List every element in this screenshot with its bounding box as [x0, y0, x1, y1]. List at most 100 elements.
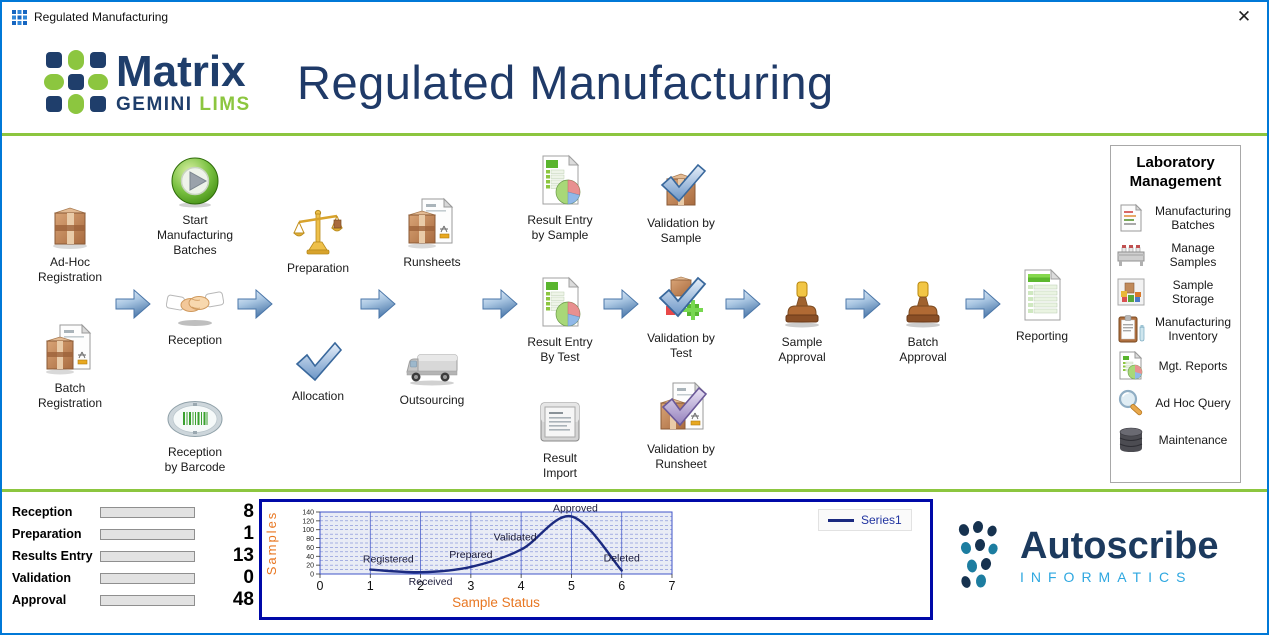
logo-text: Matrix GEMINI LIMS: [116, 47, 251, 115]
sidebar-item-label: Mgt. Reports: [1158, 358, 1228, 373]
stat-row-validation: Validation 0: [12, 567, 258, 589]
stat-row-preparation: Preparation 1: [12, 523, 258, 545]
svg-text:20: 20: [306, 563, 314, 570]
flow-arrow-icon: [115, 288, 151, 320]
sidebar-item-ad-hoc-query[interactable]: Ad Hoc Query: [1114, 385, 1237, 422]
flow-node-label: Validation by Sample: [647, 216, 715, 245]
flow-arrow-icon: [725, 288, 761, 320]
sidebar-item-sample-storage[interactable]: Sample Storage: [1114, 274, 1237, 311]
sidebar-item-manage-samples[interactable]: Manage Samples: [1114, 237, 1237, 274]
svg-text:4: 4: [518, 579, 525, 593]
flow-arrow-icon: [237, 288, 273, 320]
sidebar-item-label: Manufacturing Inventory: [1154, 314, 1232, 343]
legend-line-swatch: [828, 518, 854, 522]
flow-node-label: Result Import: [542, 451, 577, 480]
footer-separator: [2, 489, 1267, 492]
report-pie-icon: [1116, 351, 1146, 381]
stat-row-results-entry: Results Entry 13: [12, 545, 258, 567]
stamp-icon: [866, 276, 980, 330]
flow-node-label: Sample Approval: [778, 335, 826, 364]
flow-node-label: Validation by Test: [647, 331, 715, 360]
handshake-icon: [138, 274, 252, 328]
flow-node-outsourcing[interactable]: Outsourcing: [375, 334, 489, 408]
logo-gemini: GEMINI: [116, 94, 193, 115]
flow-arrow-icon: [965, 288, 1001, 320]
stat-label: Validation: [12, 571, 72, 585]
sidebar-item-manufacturing-batches[interactable]: Manufacturing Batches: [1114, 200, 1237, 237]
results-document-icon: [503, 154, 617, 208]
svg-text:Prepared: Prepared: [449, 549, 492, 561]
batches-document-icon: [1116, 203, 1146, 233]
close-icon[interactable]: ✕: [1236, 7, 1252, 26]
page-title: Regulated Manufacturing: [297, 56, 834, 109]
sidebar-item-label: Ad Hoc Query: [1155, 395, 1231, 410]
flow-node-sample-approval[interactable]: Sample Approval: [745, 276, 859, 365]
app-icon: [12, 10, 27, 25]
flow-node-label: Outsourcing: [399, 393, 465, 407]
flow-node-result-import[interactable]: Result Import: [503, 392, 617, 481]
scales-icon: [261, 202, 375, 256]
flow-node-allocation[interactable]: Allocation: [261, 330, 375, 404]
sidebar-title: Laboratory Management: [1129, 154, 1222, 190]
flow-node-validation-by-runsheet[interactable]: Validation by Runsheet: [624, 381, 738, 472]
stat-value: 0: [243, 567, 254, 588]
sidebar-item-maintenance[interactable]: Maintenance: [1114, 422, 1237, 459]
test-check-icon: [624, 272, 738, 326]
svg-text:5: 5: [568, 579, 575, 593]
svg-text:Deleted: Deleted: [604, 552, 640, 564]
flow-node-result-entry-by-sample[interactable]: Result Entry by Sample: [503, 154, 617, 243]
svg-text:120: 120: [302, 518, 314, 525]
flow-node-label: Ad-Hoc Registration: [37, 255, 103, 284]
stat-value: 8: [243, 501, 254, 522]
stat-label: Preparation: [12, 527, 82, 541]
clipboard-icon: [1116, 315, 1146, 343]
flow-arrow-icon: [482, 288, 518, 320]
sidebar-item-mgt-reports[interactable]: Mgt. Reports: [1114, 348, 1237, 385]
autoscribe-mark-icon: [958, 521, 998, 588]
svg-text:0: 0: [310, 572, 314, 579]
flow-node-label: Batch Approval: [899, 335, 947, 364]
brand-subtitle: INFORMATICS: [1020, 569, 1193, 585]
database-icon: [1116, 427, 1146, 453]
flow-node-batch-approval[interactable]: Batch Approval: [866, 276, 980, 365]
box-document-icon: [375, 196, 489, 250]
results-document-icon: [503, 276, 617, 330]
flow-node-label: Start Manufacturing Batches: [156, 213, 234, 257]
flow-node-reception-by-barcode[interactable]: Reception by Barcode: [138, 386, 252, 475]
sidebar-item-label: Sample Storage: [1171, 277, 1215, 306]
runsheet-check-icon: [624, 381, 738, 437]
svg-text:Received: Received: [409, 576, 453, 588]
title-bar: Regulated Manufacturing ✕: [2, 2, 1267, 32]
package-icon: [13, 196, 127, 250]
flow-node-validation-by-sample[interactable]: Validation by Sample: [624, 157, 738, 246]
logo-subtitle: GEMINI LIMS: [116, 95, 251, 114]
sidebar-item-manufacturing-inventory[interactable]: Manufacturing Inventory: [1114, 311, 1237, 348]
progress-bar: [100, 594, 195, 606]
progress-bar: [100, 550, 195, 562]
flow-node-reporting[interactable]: Reporting: [985, 268, 1099, 344]
flow-node-preparation[interactable]: Preparation: [261, 202, 375, 276]
sidebar-item-label: Manage Samples: [1169, 240, 1217, 269]
legend-label: Series1: [861, 513, 902, 527]
header-separator: [2, 133, 1267, 136]
flow-node-reception[interactable]: Reception: [138, 274, 252, 348]
flow-node-label: Result Entry By Test: [527, 335, 593, 364]
svg-text:6: 6: [618, 579, 625, 593]
flow-node-runsheets[interactable]: Runsheets: [375, 196, 489, 270]
stat-value: 48: [232, 589, 254, 610]
svg-text:Validated: Validated: [494, 532, 537, 544]
flow-node-validation-by-test[interactable]: Validation by Test: [624, 272, 738, 361]
flow-node-result-entry-by-test[interactable]: Result Entry By Test: [503, 276, 617, 365]
flow-node-ad-hoc-registration[interactable]: Ad-Hoc Registration: [13, 196, 127, 285]
flow-node-label: Allocation: [291, 389, 345, 403]
storage-box-icon: [1116, 278, 1146, 306]
progress-bar: [100, 506, 195, 518]
logo-brand: Matrix: [116, 47, 246, 96]
stat-label: Results Entry: [12, 549, 93, 563]
flow-node-start-manufacturing-batches[interactable]: Start Manufacturing Batches: [138, 154, 252, 258]
stat-value: 13: [232, 545, 254, 566]
progress-bar: [100, 528, 195, 540]
flow-node-batch-registration[interactable]: Batch Registration: [13, 322, 127, 411]
